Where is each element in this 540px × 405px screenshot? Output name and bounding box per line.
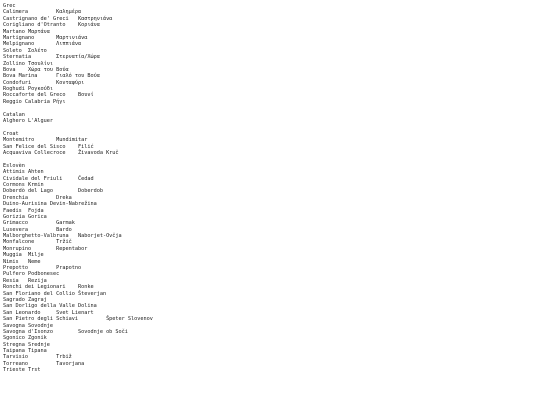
text-line: Montemitro Mundimitar bbox=[3, 137, 88, 144]
text-line: San Floriano del Collio Števerjan bbox=[3, 290, 107, 297]
text-line: Zollino Τσουλίνι bbox=[3, 60, 53, 67]
text-line: Sagrado Zagraj bbox=[3, 296, 47, 303]
text-line: Torreano Tavorjana bbox=[3, 360, 85, 367]
text-line: Bova Marina Γιαλό του Βούα bbox=[3, 73, 100, 80]
text-line: Monrupino Repentabor bbox=[3, 245, 88, 252]
text-line: Alghero L'Alguer bbox=[3, 118, 53, 125]
text-line: Martignano Μαρτινιάνα bbox=[3, 34, 88, 41]
text-line: Drenchia Dreka bbox=[3, 194, 72, 201]
text-line: Duino-Aurisina Devin-Nabrežina bbox=[3, 201, 97, 208]
text-line: Soleto Σολέτο bbox=[3, 47, 47, 54]
text-line: Monfalcone Tržič bbox=[3, 239, 72, 246]
text-line: Bova Χώρα του Βούα bbox=[3, 66, 69, 73]
text-line: Pulfero Podbonesec bbox=[3, 271, 60, 278]
text-line: Condofuri Κονταφύρι bbox=[3, 79, 85, 86]
text-line: Savogna Sovodnje bbox=[3, 322, 53, 329]
text-line: Catalan bbox=[3, 111, 25, 118]
text-line: Trieste Trst bbox=[3, 367, 41, 374]
text-line: Stregna Srednje bbox=[3, 341, 50, 348]
text-line: Eslovèn bbox=[3, 162, 25, 169]
text-line: Malborghetto-Valbruna Naborjet-Ovčja bbox=[3, 233, 122, 240]
text-line: San Leonardo Svet Lienart bbox=[3, 309, 94, 316]
text-line: Reggio Calabria Ρήγι bbox=[3, 98, 66, 105]
text-line: Grimacco Garmak bbox=[3, 220, 75, 227]
text-line: San Felice del Sisco Filić bbox=[3, 143, 94, 150]
text-line: San Pietro degli Schiavi Špeter Slovenov bbox=[3, 316, 153, 323]
text-line: Tarvisio Trbiž bbox=[3, 354, 72, 361]
text-line: Attimis Ahten bbox=[3, 169, 44, 176]
text-line: Doberdò del Lago Doberdob bbox=[3, 188, 103, 195]
text-line: Grec bbox=[3, 3, 16, 9]
text-line: Resia Rezija bbox=[3, 277, 47, 284]
text-line: Calimera Καλημέρα bbox=[3, 9, 82, 16]
text-line: Melpignano Λιππιάνα bbox=[3, 41, 82, 48]
text-line: Muggia Milje bbox=[3, 252, 44, 259]
text-line: Roccaforte del Greco Βουνί bbox=[3, 92, 94, 99]
text-line: Gorizia Gorica bbox=[3, 213, 47, 220]
text-line: Nimis Neme bbox=[3, 258, 41, 265]
text-line: Castrignano de' Greci Καστρηνιάνα bbox=[3, 15, 113, 22]
text-line: Taipana Tipana bbox=[3, 348, 47, 355]
text-line: Lusevera Bardo bbox=[3, 226, 72, 233]
text-line: Acquaviva Collecroce Živavoda Kruč bbox=[3, 149, 119, 156]
text-line: Cividale del Friuli Čedad bbox=[3, 175, 94, 182]
text-line: Faedis Fojda bbox=[3, 207, 44, 214]
text-line: Roghudi Ρογκούδι bbox=[3, 86, 53, 93]
text-line: Sternatia Στερνατία/Χώρα bbox=[3, 54, 100, 61]
text-line: Martano Μαρτάνα bbox=[3, 28, 50, 35]
text-line: San Dorligo della Valle Dolina bbox=[3, 303, 97, 310]
text-line: Corigliano d'Otranto Κοριάνα bbox=[3, 22, 100, 29]
text-line: Croat bbox=[3, 130, 19, 137]
text-line: Cormons Krmin bbox=[3, 181, 44, 188]
text-line: Sgonico Zgonik bbox=[3, 335, 47, 342]
text-line: Ronchi dei Legionari Ronke bbox=[3, 284, 94, 291]
text-line: Savogna d'Isonzo Sovodnje ob Soči bbox=[3, 328, 128, 335]
text-line: Prepotto Prapotno bbox=[3, 265, 82, 272]
